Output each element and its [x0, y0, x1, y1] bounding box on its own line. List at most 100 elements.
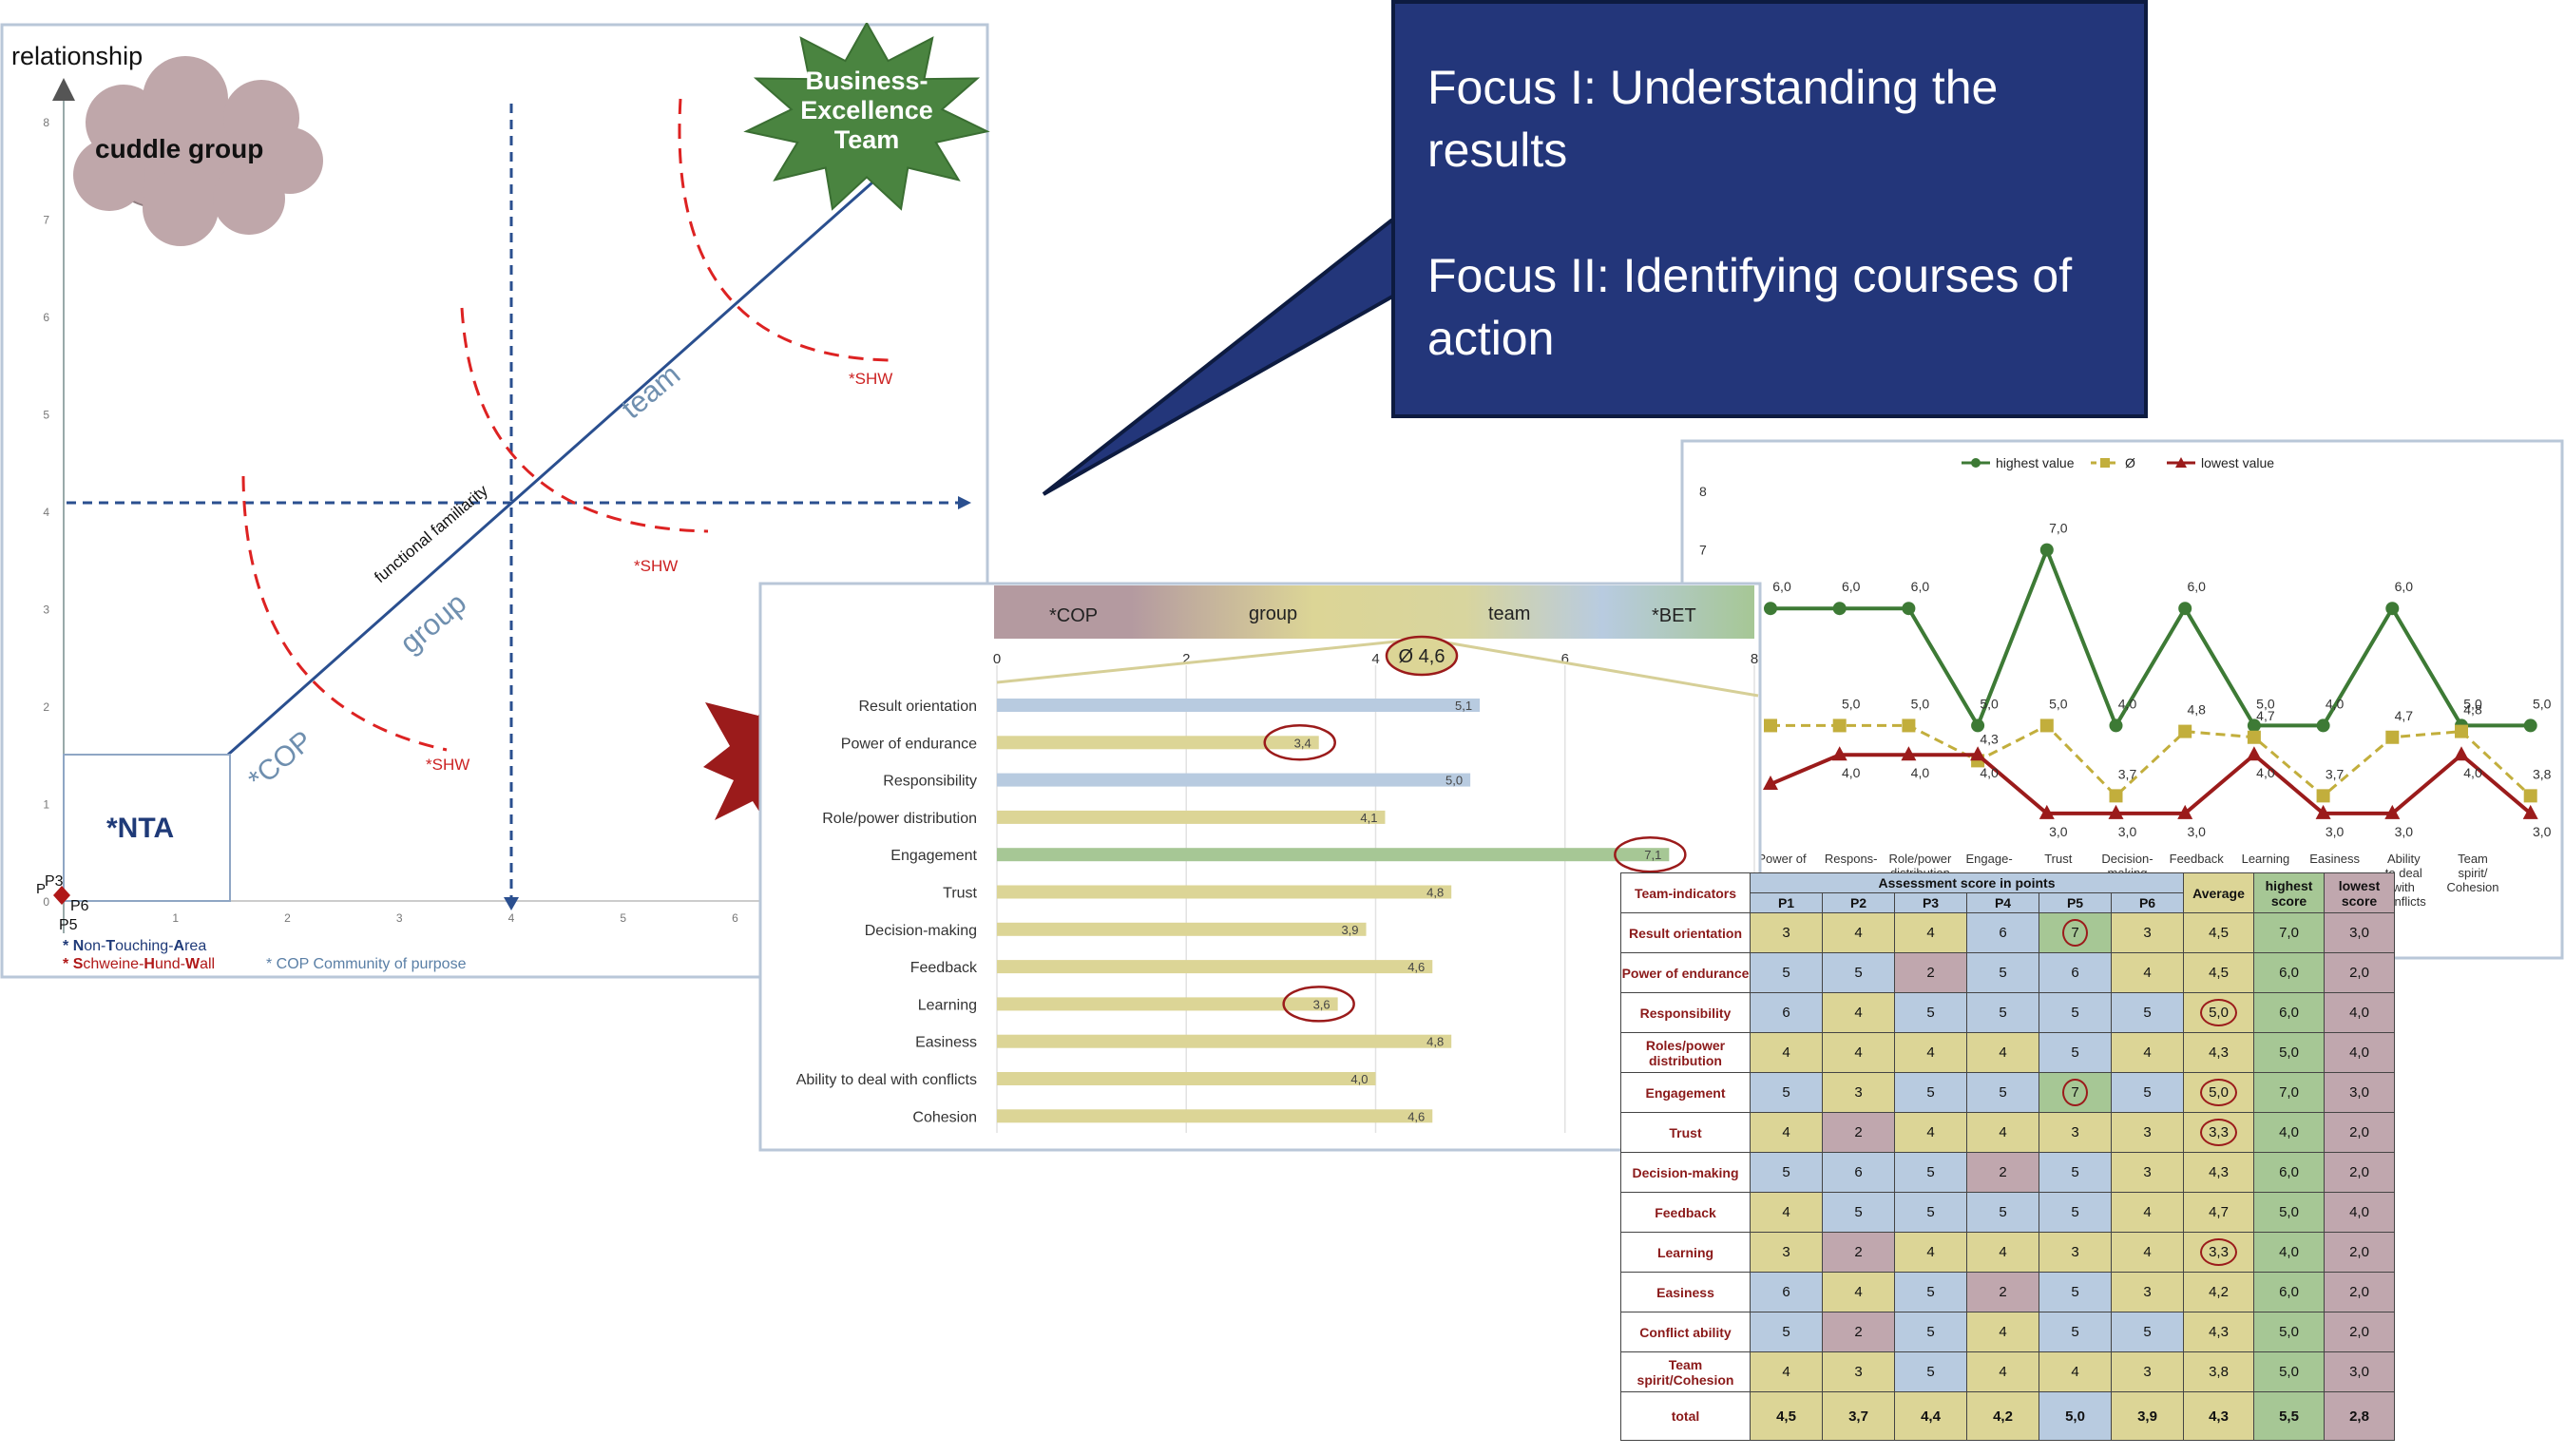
lowest-cell: 4,0: [2324, 1032, 2396, 1073]
bar-category-label: Ability to deal with conflicts: [796, 1072, 977, 1088]
focus-1-line-1: Focus I: Understanding the: [1427, 61, 1999, 114]
average-cell: 4,3: [2183, 1032, 2255, 1073]
bar-value-label: 4,6: [1407, 960, 1425, 974]
lowest-cell: 2,0: [2324, 1272, 2396, 1312]
score-cell: 5: [1894, 1312, 1967, 1352]
line-point: [2246, 746, 2262, 761]
bar-axis-tick: 0: [993, 651, 1001, 667]
highlight-circle: [1614, 835, 1687, 873]
highest-cell: 4,0: [2253, 1112, 2326, 1153]
bar: [997, 885, 1452, 899]
x-tick-label: 2: [284, 911, 291, 925]
average-cell: 4,3: [2183, 1152, 2255, 1193]
score-cell: 4: [1822, 912, 1895, 953]
person-header: P4: [1966, 892, 2039, 913]
y-tick-label: 3: [43, 603, 49, 617]
line-category-label: Ability: [2387, 852, 2421, 866]
score-cell: 5: [2039, 1312, 2112, 1352]
indicator-name: total: [1620, 1391, 1751, 1441]
zone-header-bet: *BET: [1652, 605, 1696, 626]
score-cell: 4: [1894, 1232, 1967, 1273]
line-point: [2039, 543, 2054, 557]
line-category-label: Trust: [2044, 852, 2073, 866]
line-data-label: 4,0: [1842, 765, 1861, 780]
score-cell: 4: [2110, 1192, 2185, 1233]
line-category-label: Engage-: [1966, 852, 2013, 866]
lowest-cell: 2,0: [2324, 1232, 2396, 1273]
footnote-nta: * Non-Touching-Area: [63, 938, 206, 954]
line-data-label: 4,0: [2463, 765, 2482, 780]
highest-cell: 4,0: [2253, 1232, 2326, 1273]
focus-2-line-2: action: [1427, 312, 1555, 365]
score-cell: 3: [2110, 912, 2185, 953]
line-point: [2522, 804, 2538, 819]
score-cell: 5: [1966, 1192, 2039, 1233]
bar-category-label: Trust: [943, 886, 977, 902]
x-tick-label: 1: [172, 911, 179, 925]
line-point: [2039, 804, 2055, 819]
score-cell: 5: [1894, 1152, 1967, 1193]
red-burst-shape: [703, 697, 766, 822]
score-cell: 4: [2110, 1232, 2185, 1273]
average-cell: 3,3: [2183, 1232, 2255, 1273]
indicator-name: Trust: [1620, 1112, 1751, 1153]
score-cell: 6: [2039, 952, 2112, 993]
score-cell: 3: [2039, 1112, 2112, 1153]
y-tick-label: 7: [43, 214, 49, 227]
lowest-cell: 4,0: [2324, 1192, 2396, 1233]
bar: [997, 1034, 1452, 1048]
line-category-label: Power of: [1757, 852, 1807, 866]
lowest-cell: 2,8: [2324, 1391, 2396, 1441]
star-line-2: Excellence: [800, 96, 933, 125]
bar: [997, 736, 1319, 750]
cuddle-group-cloud: cuddle group: [73, 56, 323, 246]
score-cell: 4: [1750, 1112, 1823, 1153]
zone-header-team: team: [1488, 603, 1530, 624]
line-point: [2177, 804, 2193, 819]
indicator-name: Conflict ability: [1620, 1312, 1751, 1352]
cuddle-group-label: cuddle group: [95, 134, 263, 163]
line-point: [2523, 718, 2537, 733]
line-data-label: 4,0: [1911, 765, 1930, 780]
average-cell: 4,3: [2183, 1391, 2255, 1441]
lowest-cell: 3,0: [2324, 1072, 2396, 1113]
line-data-label: 5,0: [2533, 696, 2552, 711]
zone-header-bar: [994, 585, 1754, 639]
line-data-label: 5,0: [2256, 696, 2275, 711]
indicator-name: Responsibility: [1620, 992, 1751, 1033]
star-line-1: Business-: [805, 67, 928, 95]
bar-value-label: 4,6: [1407, 1109, 1425, 1123]
line-series: [1771, 723, 2532, 798]
score-cell: 5: [1750, 1152, 1823, 1193]
focus-2-line-1: Focus II: Identifying courses of: [1427, 249, 2073, 302]
person-header: P6: [2110, 892, 2185, 913]
line-point: [1902, 718, 1916, 733]
indicator-name: Team spirit/Cohesion: [1620, 1351, 1751, 1392]
y-tick-label: 0: [43, 895, 49, 909]
line-point: [1764, 718, 1777, 733]
bar-value-label: 7,1: [1644, 848, 1661, 862]
bar-category-label: Power of endurance: [841, 736, 977, 752]
line-data-label: 3,0: [2118, 824, 2137, 839]
score-cell: 4: [1894, 912, 1967, 953]
nta-label: *NTA: [106, 813, 174, 844]
line-legend-label: highest value: [1996, 455, 2075, 470]
line-point: [2523, 789, 2537, 803]
score-cell: 6: [1750, 992, 1823, 1033]
line-y-tick: 7: [1699, 543, 1707, 558]
lowest-cell: 4,0: [2324, 992, 2396, 1033]
score-cell: 5: [1894, 1192, 1967, 1233]
indicator-name: Result orientation: [1620, 912, 1751, 953]
bar-value-label: 5,1: [1455, 699, 1472, 713]
bar-category-label: Cohesion: [912, 1109, 977, 1125]
line-point: [2454, 746, 2469, 761]
line-data-label: 4,0: [2118, 696, 2137, 711]
line-category-label: Cohesion: [2447, 880, 2499, 894]
x-tick-label: 6: [732, 911, 738, 925]
bar-axis-tick: 4: [1371, 651, 1379, 667]
footnote-shw: * Schweine-Hund-Wall: [63, 956, 215, 972]
bar-axis-tick: 2: [1182, 651, 1190, 667]
line-point: [1763, 776, 1778, 791]
